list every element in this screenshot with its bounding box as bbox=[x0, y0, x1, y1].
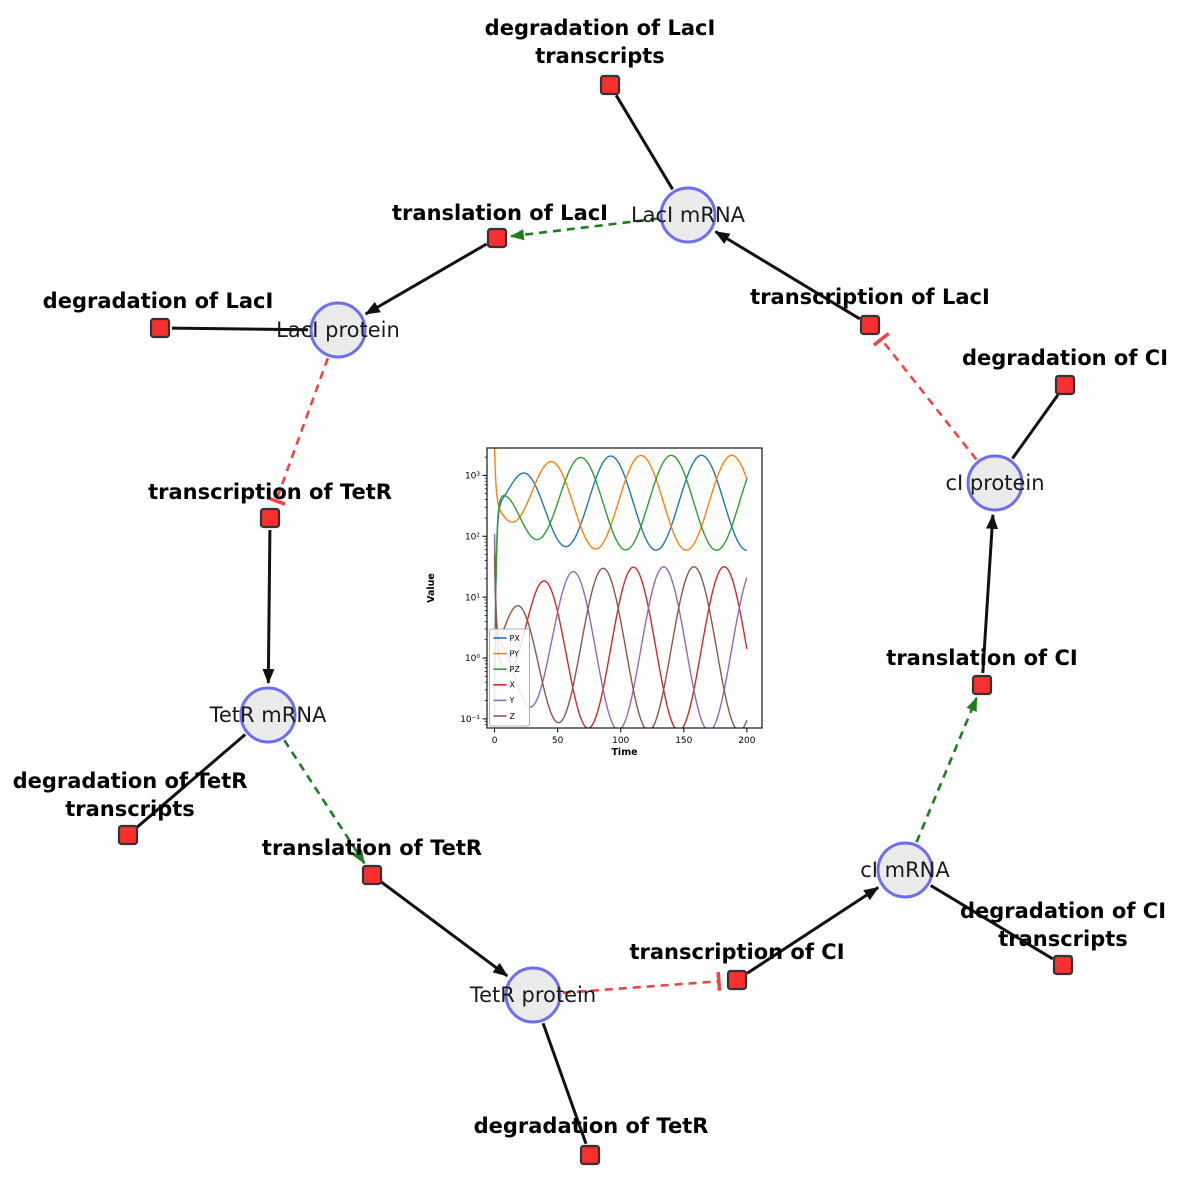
reaction-node-tl_laci[interactable] bbox=[486, 227, 508, 249]
edge-consumption--tetr_protein--deg_tetr bbox=[541, 1022, 588, 1145]
legend-label-X: X bbox=[510, 681, 516, 690]
edge-modifier--laci_mrna--tl_laci bbox=[509, 217, 659, 241]
nodes-layer bbox=[117, 74, 1076, 1166]
species-label-tetr_mrna: TetR mRNA bbox=[209, 703, 327, 727]
species-node-tetr_mrna[interactable] bbox=[239, 686, 297, 744]
plot-frame bbox=[486, 447, 763, 729]
reaction-node-deg_tetr_tx[interactable] bbox=[117, 824, 139, 846]
reaction-node-tl_ci[interactable] bbox=[971, 674, 993, 696]
x-tick-label: 100 bbox=[612, 736, 629, 746]
x-axis-label: Time bbox=[611, 747, 637, 758]
edge-consumption--ci_mrna--deg_ci_tx bbox=[929, 884, 1054, 961]
species-node-tetr_protein[interactable] bbox=[504, 966, 562, 1024]
series-PY bbox=[493, 448, 748, 551]
series-Z bbox=[493, 554, 748, 728]
edge-production--tc_tetr--tetr_mrna bbox=[262, 529, 275, 684]
edge-modifier--ci_mrna--tl_ci bbox=[915, 696, 978, 843]
reaction-node-deg_laci[interactable] bbox=[149, 317, 171, 339]
species-node-ci_protein[interactable] bbox=[966, 454, 1024, 512]
edge-production--tl_tetr--tetr_protein bbox=[380, 880, 509, 978]
reaction-node-tc_tetr[interactable] bbox=[259, 507, 281, 529]
species-label-tetr_protein: TetR protein bbox=[469, 983, 596, 1007]
reaction-label-tc_ci: transcription of CI bbox=[629, 940, 844, 964]
reaction-node-deg_ci[interactable] bbox=[1054, 374, 1076, 396]
edge-inhibition--laci_protein--tc_tetr bbox=[266, 357, 330, 506]
series-PX bbox=[493, 454, 747, 719]
reaction-node-tl_tetr[interactable] bbox=[361, 864, 383, 886]
edge-production--tl_laci--laci_protein bbox=[364, 242, 488, 316]
reaction-label-deg_laci: degradation of LacI bbox=[43, 289, 274, 313]
edge-production--tc_laci--laci_mrna bbox=[714, 230, 861, 321]
legend-label-PX: PX bbox=[510, 634, 521, 643]
y-tick-label: 10¹ bbox=[465, 593, 480, 603]
y-tick-label: 10³ bbox=[465, 472, 480, 482]
edge-production--tc_ci--ci_mrna bbox=[746, 886, 880, 975]
reaction-node-deg_ci_tx[interactable] bbox=[1052, 954, 1074, 976]
species-label-laci_mrna: LacI mRNA bbox=[631, 203, 746, 227]
reaction-node-tc_ci[interactable] bbox=[726, 969, 748, 991]
edge-production--tl_ci--ci_protein bbox=[981, 513, 998, 674]
y-tick-label: 10⁰ bbox=[465, 654, 480, 664]
edge-consumption--tetr_mrna--deg_tetr_tx bbox=[136, 733, 247, 829]
edge-inhibition--tetr_protein--tc_ci bbox=[562, 971, 722, 995]
reaction-label-deg_tetr: degradation of TetR bbox=[474, 1114, 709, 1138]
reaction-label-tl_laci: translation of LacI bbox=[392, 201, 608, 225]
reaction-node-deg_tetr[interactable] bbox=[579, 1144, 601, 1166]
plot-area bbox=[487, 448, 762, 728]
legend-label-PZ: PZ bbox=[510, 665, 521, 674]
legend-label-PY: PY bbox=[510, 649, 520, 658]
species-node-laci_protein[interactable] bbox=[309, 301, 367, 359]
reaction-label-tl_tetr: translation of TetR bbox=[262, 836, 482, 860]
y-tick-label: 10⁻¹ bbox=[460, 715, 480, 725]
series-PZ bbox=[493, 454, 748, 715]
edge-consumption--laci_mrna--deg_laci_tx bbox=[614, 94, 674, 191]
species-label-ci_mrna: cI mRNA bbox=[860, 858, 950, 882]
x-tick-label: 50 bbox=[552, 736, 564, 746]
reaction-label-deg_ci: degradation of CI bbox=[962, 346, 1168, 370]
edge-inhibition--ci_protein--tc_laci bbox=[873, 332, 978, 461]
reaction-label-tc_tetr: transcription of TetR bbox=[148, 480, 392, 504]
species-node-laci_mrna[interactable] bbox=[659, 186, 717, 244]
edge-modifier--tetr_mrna--tl_tetr bbox=[283, 739, 366, 865]
reaction-label-tc_laci: transcription of LacI bbox=[750, 285, 990, 309]
species-label-ci_protein: cI protein bbox=[945, 471, 1044, 495]
legend-label-Y: Y bbox=[509, 696, 515, 705]
x-tick-label: 200 bbox=[738, 736, 755, 746]
reaction-node-tc_laci[interactable] bbox=[859, 314, 881, 336]
edge-consumption--ci_protein--deg_ci bbox=[1011, 393, 1060, 460]
edge-consumption--laci_protein--deg_laci bbox=[171, 326, 309, 332]
y-tick-label: 10² bbox=[465, 532, 480, 542]
x-tick-label: 150 bbox=[675, 736, 692, 746]
chart-legend: PX PY PZ XYZ bbox=[489, 628, 530, 727]
legend-label-Z: Z bbox=[510, 712, 516, 721]
reaction-node-deg_laci_tx[interactable] bbox=[599, 74, 621, 96]
species-label-laci_protein: LacI protein bbox=[276, 318, 400, 342]
edges-layer bbox=[136, 94, 1060, 1145]
series-X bbox=[493, 539, 748, 728]
reaction-label-tl_ci: translation of CI bbox=[886, 646, 1077, 670]
species-node-ci_mrna[interactable] bbox=[876, 841, 934, 899]
y-axis-label: Value bbox=[426, 573, 437, 603]
x-tick-label: 0 bbox=[492, 736, 498, 746]
